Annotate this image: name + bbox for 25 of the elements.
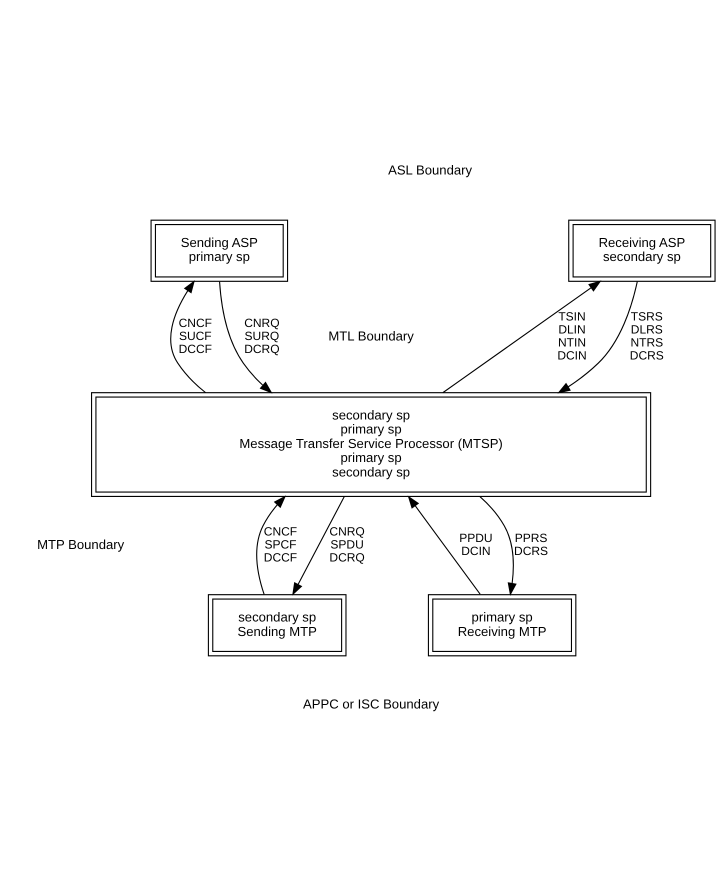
node-box: Sending ASP primary sp [150,220,288,282]
arrow [408,495,481,595]
arrow [480,496,517,596]
edge-label: TSIN DLIN NTIN DCIN [557,309,587,363]
arrow [219,282,273,394]
edge-label: CNRQ SPDU DCRQ [329,524,365,565]
label: APPC or ISC Boundary [303,696,440,712]
arrow [256,495,286,594]
arrow [170,280,206,394]
edge-label: CNRQ SURQ DCRQ [244,316,280,356]
arrow [292,496,345,596]
edge-label: PPDU DCIN [459,531,493,558]
edge-label: CNCF SUCF DCCF [178,316,212,356]
node-box: secondary sp primary sp Message Transfer Service Processor (MTSP) primary sp secondary sp [91,392,652,497]
arrow [442,280,602,394]
label: MTL Boundary [328,328,414,344]
node-box: primary sp Receiving MTP [428,594,576,656]
node-box: secondary sp Sending MTP [208,594,347,656]
edge-label: TSRS DLRS NTRS DCRS [630,309,664,363]
edge-label: PPRS DCRS [514,531,548,558]
edge-label: CNCF SPCF DCCF [264,524,298,565]
arrow [557,282,638,394]
node-box: Receiving ASP secondary sp [568,220,716,282]
label: ASL Boundary [388,162,472,178]
label: MTP Boundary [37,536,124,552]
